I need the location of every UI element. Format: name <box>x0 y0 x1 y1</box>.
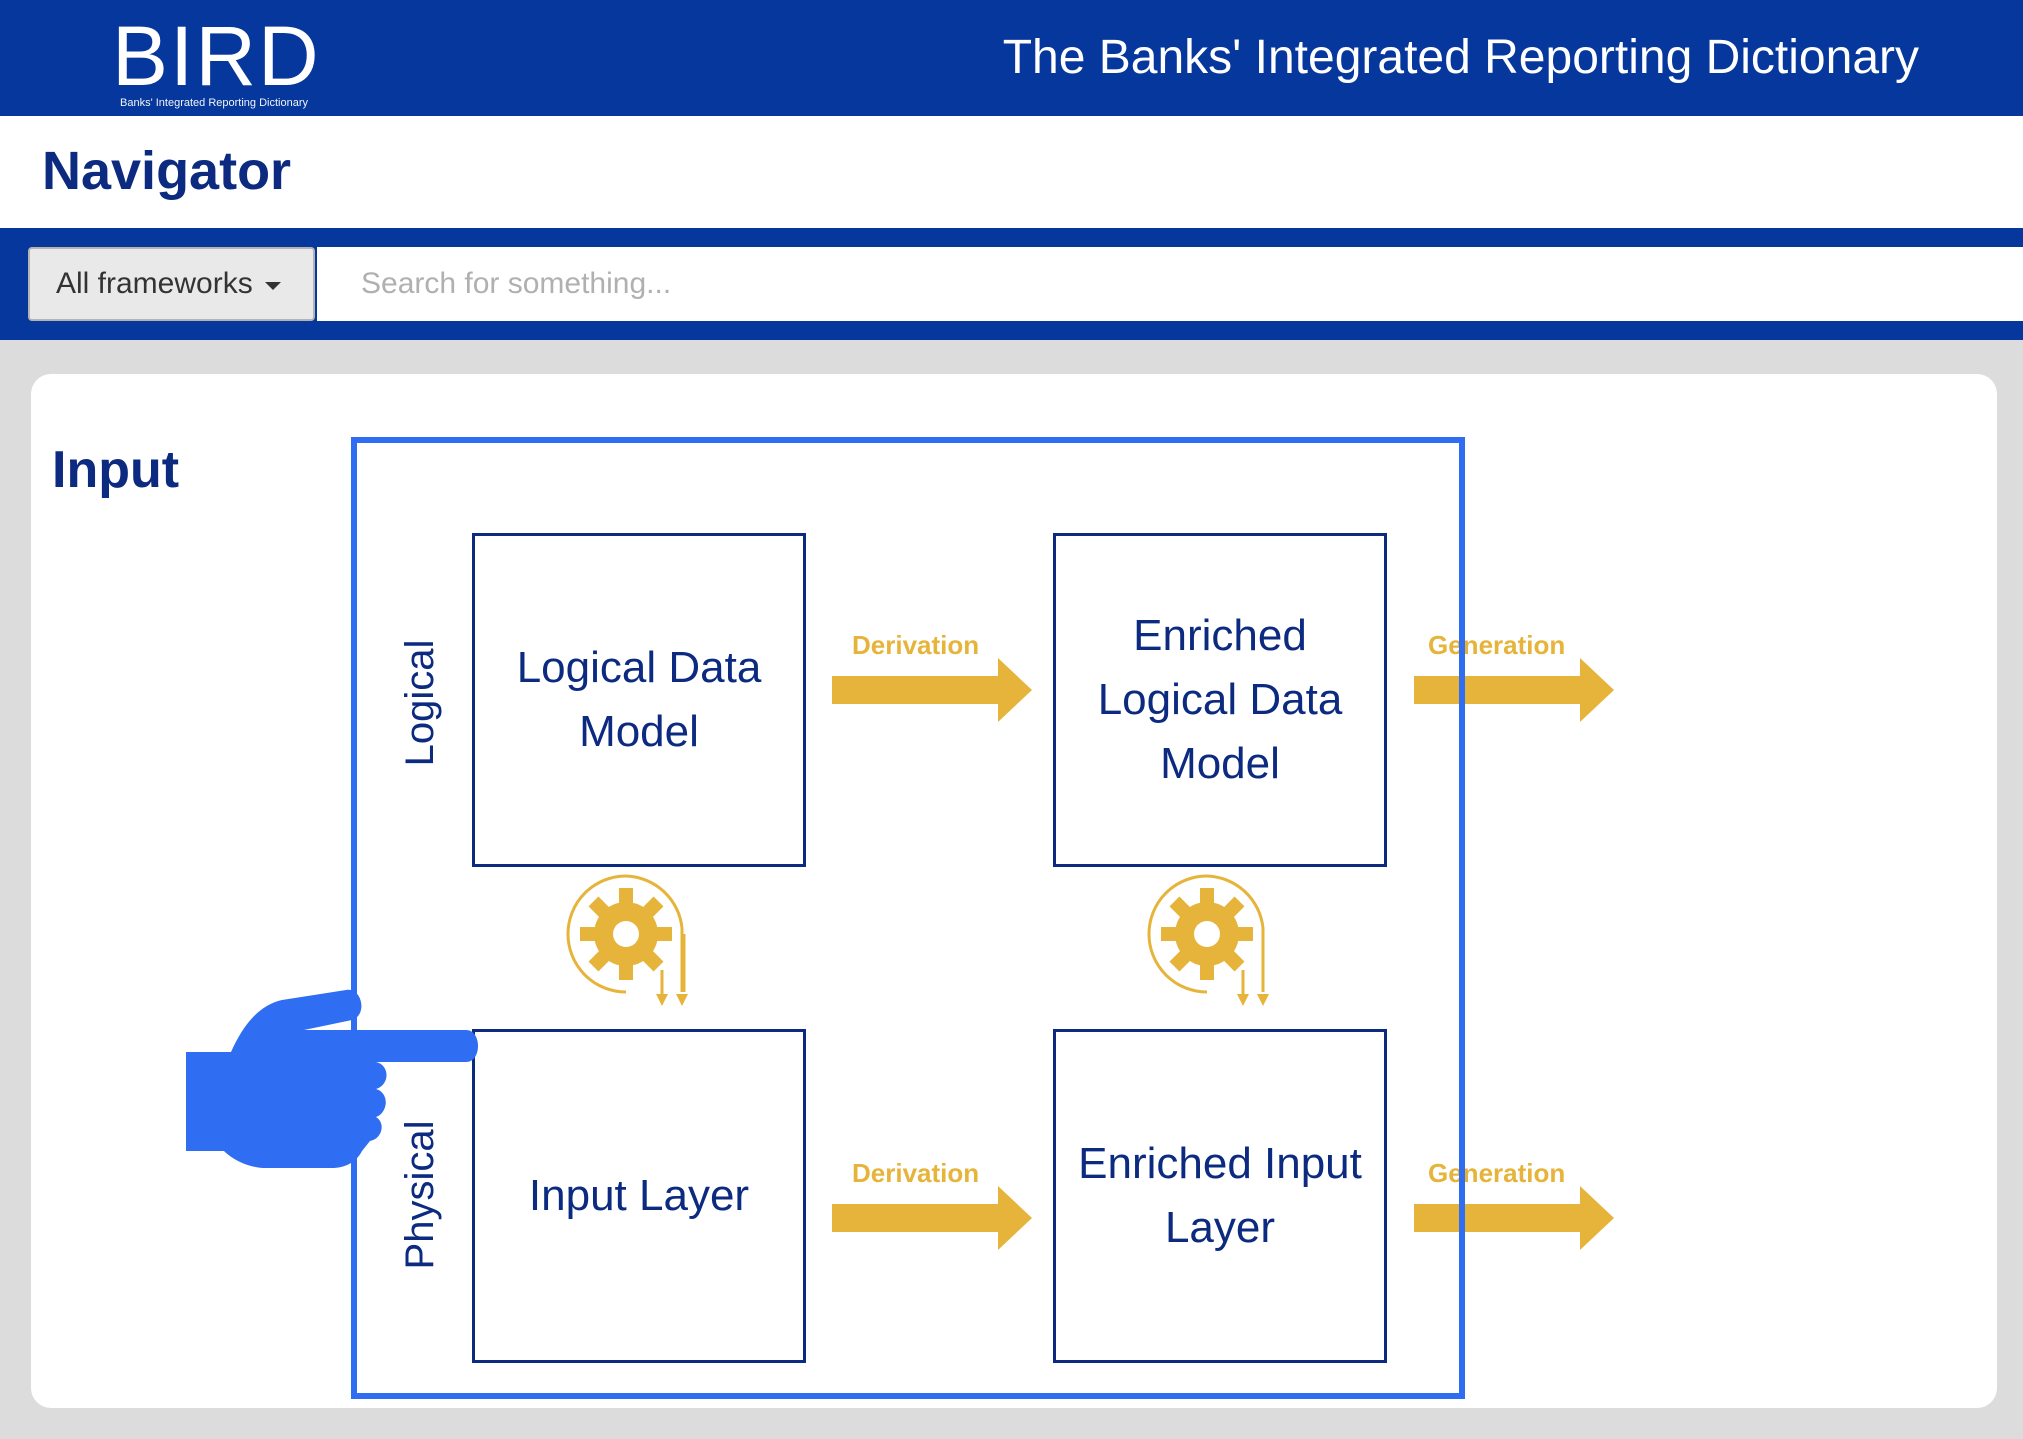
framework-dropdown[interactable]: All frameworks <box>28 247 315 321</box>
box-line: Model <box>579 707 699 756</box>
generation-arrow-bottom <box>1414 1186 1614 1250</box>
box-line: Logical Data <box>516 643 762 692</box>
arrow-label-generation-bottom: Generation <box>1428 1158 1566 1188</box>
box-line: Enriched Input <box>1078 1139 1362 1188</box>
box-line: Logical Data <box>1097 675 1343 724</box>
box-line: Input Layer <box>528 1171 750 1220</box>
logo-subtitle: Banks' Integrated Reporting Dictionary <box>120 97 308 109</box>
gear-cycle-icon <box>566 874 688 1006</box>
box-line: Layer <box>1164 1203 1276 1252</box>
search-bar: All frameworks <box>0 228 2023 340</box>
bird-logo[interactable]: BIRD Banks' Integrated Reporting Diction… <box>112 8 342 112</box>
pointing-hand-icon <box>186 989 478 1168</box>
header-bar: BIRD Banks' Integrated Reporting Diction… <box>0 0 2023 116</box>
logo-text: BIRD <box>112 9 321 103</box>
caret-down-icon <box>264 282 281 290</box>
search-input[interactable] <box>317 247 2023 321</box>
box-enriched-input-layer[interactable]: Enriched Input Layer <box>1053 1029 1387 1363</box>
arrow-label-derivation-bottom: Derivation <box>852 1158 980 1188</box>
box-input-layer[interactable]: Input Layer <box>472 1029 806 1363</box>
arrow-label-derivation-top: Derivation <box>852 630 980 660</box>
arrow-label-generation-top: Generation <box>1428 630 1566 660</box>
row-label-logical: Logical <box>398 639 442 767</box>
section-title: Input <box>52 441 180 499</box>
derivation-arrow-bottom <box>832 1186 1032 1250</box>
box-line: Enriched <box>1133 611 1307 660</box>
framework-dropdown-label: All frameworks <box>56 267 253 300</box>
page-title: Navigator <box>42 141 292 201</box>
gear-cycle-icon <box>1147 874 1269 1006</box>
box-logical-data-model[interactable]: Logical Data Model <box>472 533 806 867</box>
box-line: Model <box>1160 739 1280 788</box>
site-title: The Banks' Integrated Reporting Dictiona… <box>1002 31 1919 84</box>
derivation-arrow-top <box>832 658 1032 722</box>
box-enriched-logical-data-model[interactable]: Enriched Logical Data Model <box>1053 533 1387 867</box>
content-card <box>31 374 1997 1408</box>
generation-arrow-top <box>1414 658 1614 722</box>
